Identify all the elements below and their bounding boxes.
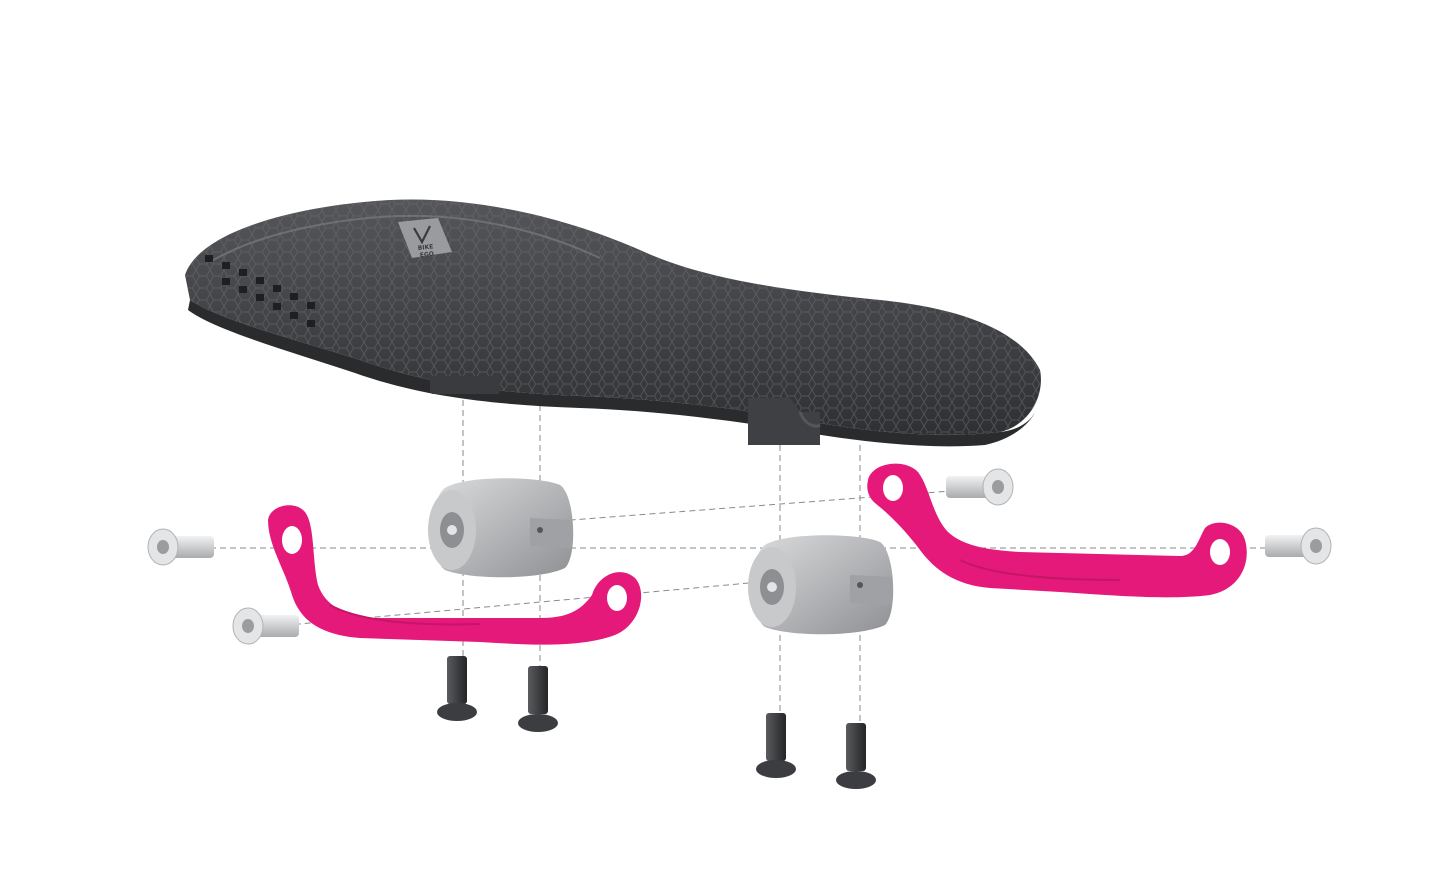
saddle-logo: BIKE EGO — [398, 218, 452, 259]
vent-slots — [205, 255, 315, 327]
saddle-highlight — [209, 214, 601, 263]
rail-mount-front — [430, 376, 500, 394]
mounting-arm-right — [867, 463, 1247, 598]
saddle: BIKE EGO — [185, 199, 1041, 447]
side-bolt-right-upper — [946, 468, 1014, 506]
vertical-bolt-3 — [756, 713, 796, 778]
logo-mark-icon — [413, 225, 431, 245]
side-bolt-left-lower — [232, 607, 299, 645]
side-bolt-left-upper — [147, 528, 214, 566]
rail-mount-rear — [748, 398, 820, 445]
vertical-bolt-2 — [518, 666, 558, 732]
clamp-block-left — [428, 478, 574, 578]
logo-text-line-2: EGO — [419, 251, 434, 259]
saddle-rim — [188, 300, 1036, 447]
vertical-bolt-1 — [437, 656, 477, 721]
vertical-bolt-4 — [836, 723, 876, 789]
saddle-texture — [185, 199, 1041, 435]
mounting-arm-left — [268, 505, 642, 645]
side-bolt-right-lower — [1265, 527, 1332, 565]
clamp-block-right — [748, 535, 894, 635]
logo-text-line-1: BIKE — [417, 243, 433, 252]
